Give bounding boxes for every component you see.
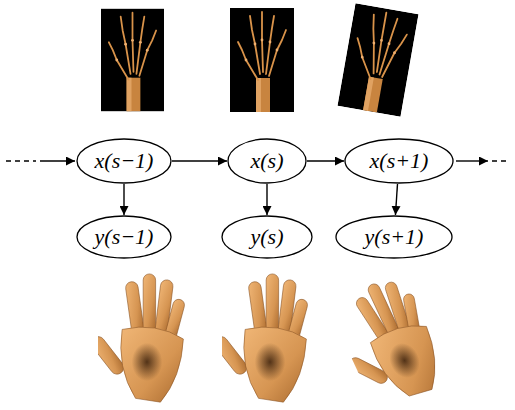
skeleton-image: [230, 8, 294, 112]
node-label: y(s−1): [95, 225, 154, 249]
dependency-arrow: [395, 184, 397, 215]
node-label: x(s+1): [370, 149, 429, 173]
hand-render: [212, 274, 309, 402]
dependency-arrow: [307, 160, 344, 161]
state-node: y(s+1): [335, 215, 453, 259]
node-label: x(s): [251, 149, 284, 173]
state-node: x(s): [227, 138, 307, 184]
skeleton-image: [337, 3, 418, 117]
state-node: x(s+1): [344, 138, 454, 184]
state-node: y(s): [221, 215, 313, 259]
node-label: y(s+1): [365, 225, 424, 249]
node-label: x(s−1): [95, 149, 154, 173]
skeleton-image: [101, 9, 164, 111]
hand-render: [320, 270, 454, 410]
state-node: x(s−1): [76, 138, 172, 184]
state-node: y(s−1): [76, 215, 172, 259]
node-label: y(s): [251, 225, 284, 249]
outgoing-arrow: [456, 160, 488, 161]
dashed-tail: [492, 160, 510, 161]
incoming-arrow: [40, 160, 75, 161]
dashed-lead: [6, 160, 36, 161]
dependency-arrow: [266, 184, 267, 215]
dependency-arrow: [123, 184, 124, 215]
dependency-arrow: [172, 160, 227, 161]
hand-render: [89, 274, 186, 402]
